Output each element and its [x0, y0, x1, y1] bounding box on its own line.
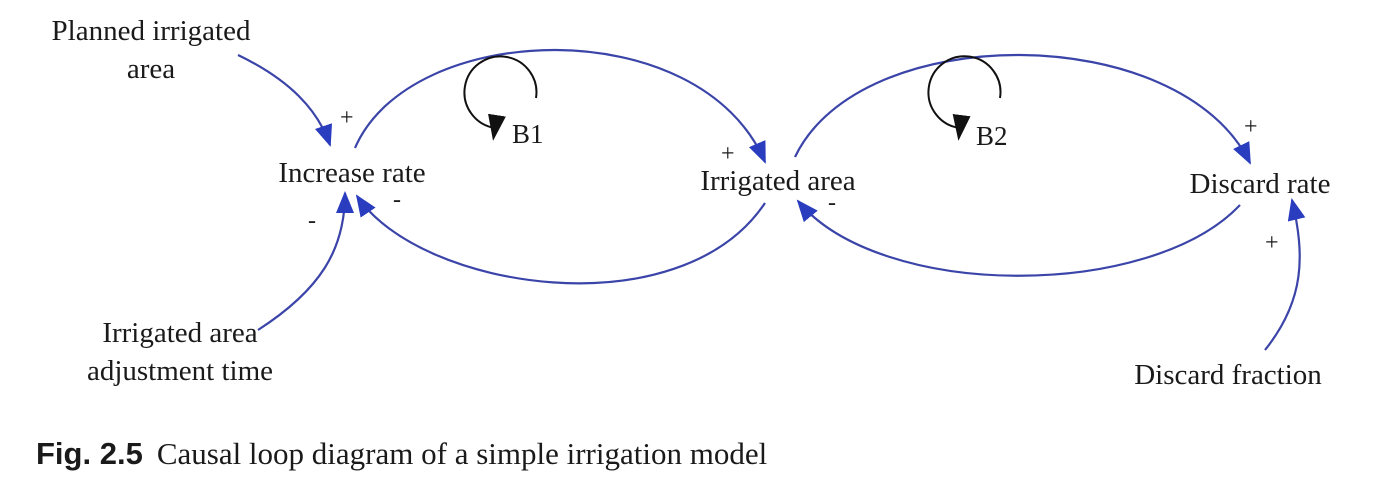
polarity-irrigated-to-discard: +	[1244, 114, 1258, 140]
link-increase-to-irrigated	[353, 49, 767, 164]
irrigated-area-label: Irrigated area	[700, 165, 855, 197]
adjustment-time-line1: Irrigated area	[102, 317, 257, 349]
adjustment-time-line2: adjustment time	[87, 355, 273, 387]
polarity-discard-to-irrigated: -	[828, 190, 836, 216]
link-adjustment-to-increase	[257, 191, 354, 331]
planned-irrigated-area-line1: Planned irrigated	[52, 15, 251, 47]
planned-irrigated-area-line2: area	[127, 53, 175, 85]
link-irrigated-to-discard	[794, 53, 1251, 165]
link-planned-to-increase	[237, 54, 333, 147]
discard-fraction-label: Discard fraction	[1134, 359, 1322, 391]
link-irrigated-to-increase	[355, 194, 766, 285]
figure-caption: Fig. 2.5 Causal loop diagram of a simple …	[36, 436, 767, 472]
polarity-increase-to-irrigated: +	[721, 141, 735, 167]
loop-b1-arrow-icon	[463, 55, 538, 141]
discard-rate-label: Discard rate	[1190, 168, 1331, 200]
link-fraction-to-discard	[1264, 198, 1306, 351]
caption-text: Causal loop diagram of a simple irrigati…	[156, 436, 768, 471]
figure-number: Fig. 2.5	[36, 436, 143, 471]
polarity-planned-to-increase: +	[340, 105, 354, 131]
loop-b1-label: B1	[512, 119, 544, 149]
loop-b2-arrow-icon	[927, 55, 1002, 141]
increase-rate-label: Increase rate	[278, 157, 425, 189]
polarity-irrigated-to-increase: -	[393, 187, 401, 213]
loop-b2-label: B2	[976, 121, 1008, 151]
polarity-adjustment-to-increase: -	[308, 208, 316, 234]
polarity-fraction-to-discard: +	[1265, 230, 1279, 256]
link-discard-to-irrigated	[796, 199, 1241, 277]
